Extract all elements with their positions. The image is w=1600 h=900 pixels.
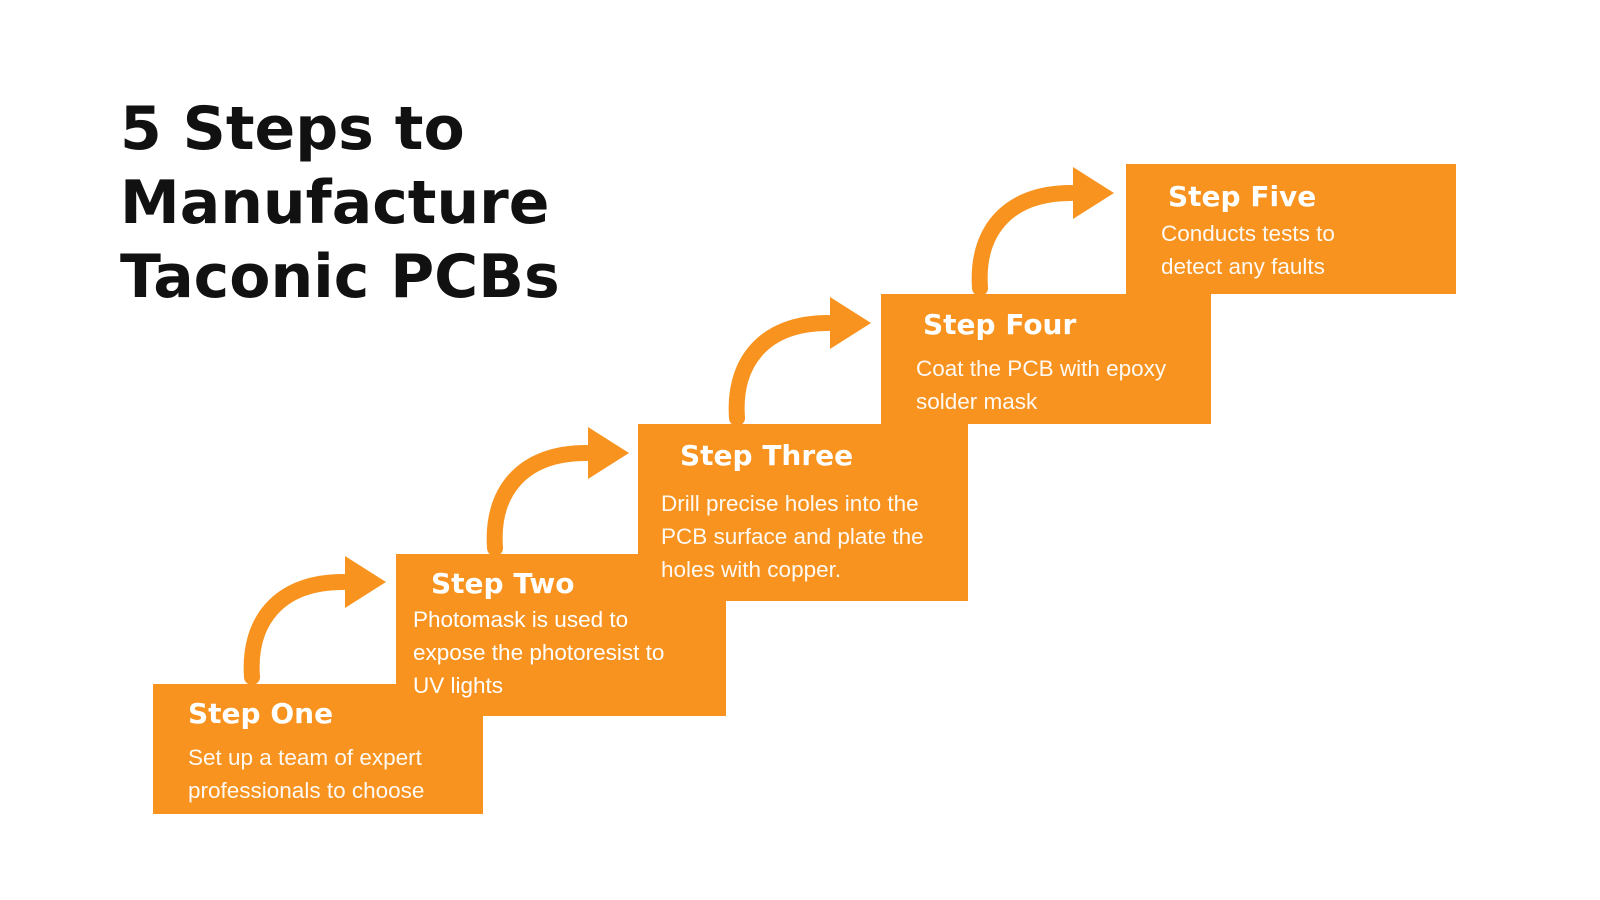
step-one-heading: Step One xyxy=(188,697,334,730)
step-four-box: Step Four Coat the PCB with epoxy solder… xyxy=(881,294,1211,424)
curved-arrow-icon xyxy=(243,556,386,685)
step-five-heading: Step Five xyxy=(1168,180,1317,213)
step-five-line-2: detect any faults xyxy=(1161,254,1325,279)
step-three-line-3: holes with copper. xyxy=(661,557,842,582)
curved-arrow-icon xyxy=(728,297,871,426)
step-three-line-2: PCB surface and plate the xyxy=(661,524,924,549)
step-three-heading: Step Three xyxy=(680,439,854,472)
step-four-description: Coat the PCB with epoxy solder mask xyxy=(916,352,1166,418)
step-three-description: Drill precise holes into the PCB surface… xyxy=(661,487,924,586)
step-three-box: Step Three Drill precise holes into the … xyxy=(638,424,968,601)
step-four-line-1: Coat the PCB with epoxy xyxy=(916,356,1167,381)
step-one-line-1: Set up a team of expert xyxy=(188,745,422,770)
step-two-heading: Step Two xyxy=(431,567,575,600)
step-three-line-1: Drill precise holes into the xyxy=(661,491,919,516)
title-line-1: 5 Steps to xyxy=(120,94,465,164)
title-line-3: Taconic PCBs xyxy=(120,242,560,312)
step-four-line-2: solder mask xyxy=(916,389,1038,414)
step-one-description: Set up a team of expert professionals to… xyxy=(188,741,424,807)
step-five-line-1: Conducts tests to xyxy=(1161,221,1335,246)
title-line-2: Manufacture xyxy=(120,168,550,238)
step-five-description: Conducts tests to detect any faults xyxy=(1161,217,1335,283)
step-one-line-2: professionals to choose xyxy=(188,778,425,803)
step-two-description: Photomask is used to expose the photores… xyxy=(413,603,664,702)
step-two-line-3: UV lights xyxy=(413,673,504,698)
step-two-line-2: expose the photoresist to xyxy=(413,640,665,665)
step-two-box: Step Two Photomask is used to expose the… xyxy=(396,554,726,716)
curved-arrow-icon xyxy=(486,427,629,556)
curved-arrow-icon xyxy=(971,167,1114,296)
page-title: 5 Steps to Manufacture Taconic PCBs xyxy=(120,92,560,314)
step-four-heading: Step Four xyxy=(923,308,1077,341)
step-two-line-1: Photomask is used to xyxy=(413,607,629,632)
step-five-box: Step Five Conducts tests to detect any f… xyxy=(1126,164,1456,294)
